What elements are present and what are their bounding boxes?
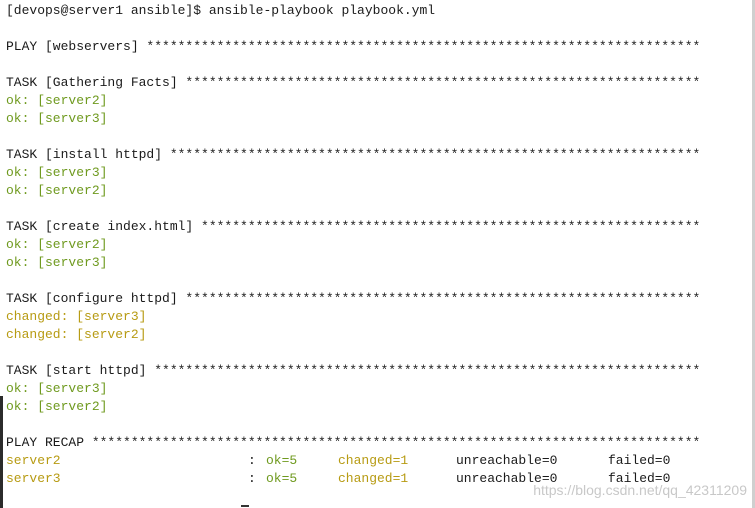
blank-line [0,56,755,74]
recap-ok: ok=5 [266,453,298,468]
task-header: TASK [install httpd] *******************… [6,147,701,162]
blank-line [0,128,755,146]
watermark: https://blog.csdn.net/qq_42311209 [533,482,747,498]
task-result-ok: ok: [server3] [6,255,108,270]
recap-host: server3 [6,471,61,486]
command-line: [devops@server1 ansible]$ ansible-playbo… [6,3,436,18]
recap-failed: failed=0 [608,453,671,468]
task-result-ok: ok: [server2] [6,237,108,252]
blank-line [0,416,755,434]
task-header: TASK [Gathering Facts] *****************… [6,75,701,90]
recap-header: PLAY RECAP *****************************… [6,435,701,450]
recap-host: server2 [6,453,61,468]
task-result-changed: changed: [server2] [6,327,147,342]
blank-line [0,272,755,290]
text-cursor [241,505,249,507]
task-result-ok: ok: [server2] [6,399,108,414]
task-result-ok: ok: [server3] [6,165,108,180]
task-result-ok: ok: [server3] [6,111,108,126]
task-header: TASK [configure httpd] *****************… [6,291,701,306]
recap-colon: : [248,471,256,486]
blank-line [0,200,755,218]
task-result-changed: changed: [server3] [6,309,147,324]
recap-row: server3: ok=5 changed=1 unreachable=0 failed… [0,470,755,488]
task-result-ok: ok: [server2] [6,183,108,198]
recap-changed: changed=1 [338,453,409,468]
task-result-ok: ok: [server3] [6,381,108,396]
recap-changed: changed=1 [338,471,409,486]
task-header: TASK [create index.html] ***************… [6,219,701,234]
recap-unreachable: unreachable=0 [456,453,558,468]
blank-line [0,20,755,38]
task-header: TASK [start httpd] *********************… [6,363,701,378]
task-result-ok: ok: [server2] [6,93,108,108]
left-window-edge [0,396,3,508]
window-edge [752,0,755,508]
play-header: PLAY [webservers] **********************… [6,39,701,54]
recap-ok: ok=5 [266,471,298,486]
blank-line [0,344,755,362]
recap-unreachable: unreachable=0 [456,471,558,486]
recap-row: server2: ok=5 changed=1 unreachable=0 failed… [0,452,755,470]
recap-colon: : [248,453,256,468]
recap-failed: failed=0 [608,471,671,486]
